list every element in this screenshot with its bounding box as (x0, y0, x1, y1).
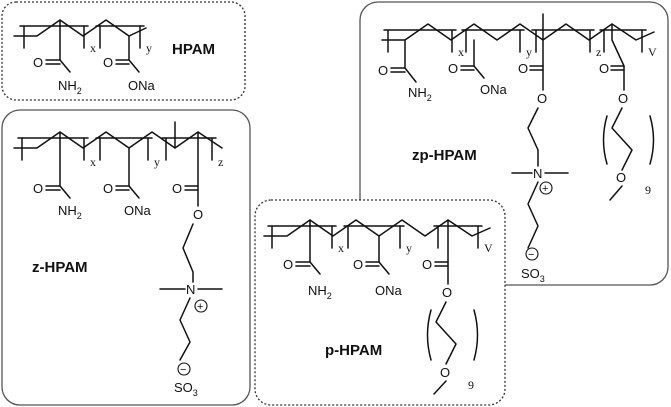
p-hpam-box (254, 199, 506, 406)
p-hpam-peg-repeat: 9 (468, 378, 474, 392)
z-hpam-panel: x y z O NH2 O ONa O O N + − SO3 z-HPAM (1, 109, 251, 406)
p-hpam-panel: x y V O NH2 O ONa O O O 9 p-HPAM (254, 199, 506, 406)
p-hpam-label: p-HPAM (325, 342, 382, 359)
zp-hpam-ester-o2: O (537, 91, 547, 106)
p-hpam-amide-o: O (283, 257, 293, 272)
z-hpam-nitrogen: N (186, 282, 195, 297)
z-hpam-box (1, 109, 251, 406)
zp-hpam-negative-charge: − (528, 249, 534, 261)
hpam-amide-o: O (33, 55, 43, 70)
hpam-amide-nh2: NH2 (58, 78, 82, 96)
zp-hpam-amide-o: O (378, 63, 388, 78)
zp-hpam-index-y: y (526, 45, 532, 59)
z-hpam-positive-charge: + (197, 301, 203, 313)
zp-hpam-index-x: x (458, 45, 464, 59)
hpam-panel: x y O NH2 O ONa HPAM (1, 1, 246, 101)
z-hpam-index-y: y (154, 155, 160, 169)
p-hpam-index-v: V (484, 241, 493, 255)
p-hpam-peg-o: O (440, 365, 450, 380)
zp-hpam-peg-repeat: 9 (645, 183, 651, 197)
z-hpam-backbone (13, 131, 223, 149)
hpam-index-x: x (90, 41, 96, 55)
zp-hpam-carboxyl-o: O (448, 61, 458, 76)
hpam-label: HPAM (172, 41, 215, 58)
p-hpam-index-y: y (406, 241, 412, 255)
p-hpam-carboxyl-ona: ONa (375, 283, 403, 298)
z-hpam-sulfonate: SO3 (174, 380, 198, 398)
p-hpam-index-x: x (338, 241, 344, 255)
z-hpam-carboxyl-o: O (103, 181, 113, 196)
z-hpam-carboxyl-ona: ONa (124, 203, 152, 218)
zp-hpam-label: zp-HPAM (412, 147, 477, 164)
z-hpam-amide-nh2: NH2 (58, 203, 82, 221)
z-hpam-amide-o: O (33, 181, 43, 196)
zp-hpam-nitrogen: N (533, 166, 542, 181)
hpam-carboxyl-ona: ONa (128, 78, 156, 93)
zp-hpam-ester-o1: O (518, 61, 528, 76)
z-hpam-index-x: x (90, 155, 96, 169)
z-hpam-index-z: z (218, 155, 223, 169)
zp-hpam-carboxyl-ona: ONa (480, 82, 508, 97)
zp-hpam-peg-ester-o1: O (599, 61, 609, 76)
zp-hpam-peg-ester-o2: O (618, 91, 628, 106)
z-hpam-label: z-HPAM (32, 259, 88, 276)
p-hpam-amide-nh2: NH2 (308, 283, 332, 301)
p-hpam-carboxyl-o: O (353, 257, 363, 272)
zp-hpam-amide-nh2: NH2 (408, 85, 432, 103)
z-hpam-ester-o1: O (172, 181, 182, 196)
zp-hpam-sulfonate: SO3 (521, 266, 545, 284)
z-hpam-negative-charge: − (180, 364, 186, 376)
p-hpam-ester-o2: O (442, 285, 452, 300)
p-hpam-ester-o1: O (422, 257, 432, 272)
zp-hpam-peg-o: O (616, 170, 626, 185)
z-hpam-ester-o2: O (193, 207, 203, 222)
zp-hpam-index-v: V (648, 45, 657, 59)
hpam-index-y: y (146, 41, 152, 55)
zp-hpam-index-z: z (596, 45, 601, 59)
zp-hpam-positive-charge: + (542, 183, 548, 195)
hpam-carboxyl-o: O (103, 55, 113, 70)
